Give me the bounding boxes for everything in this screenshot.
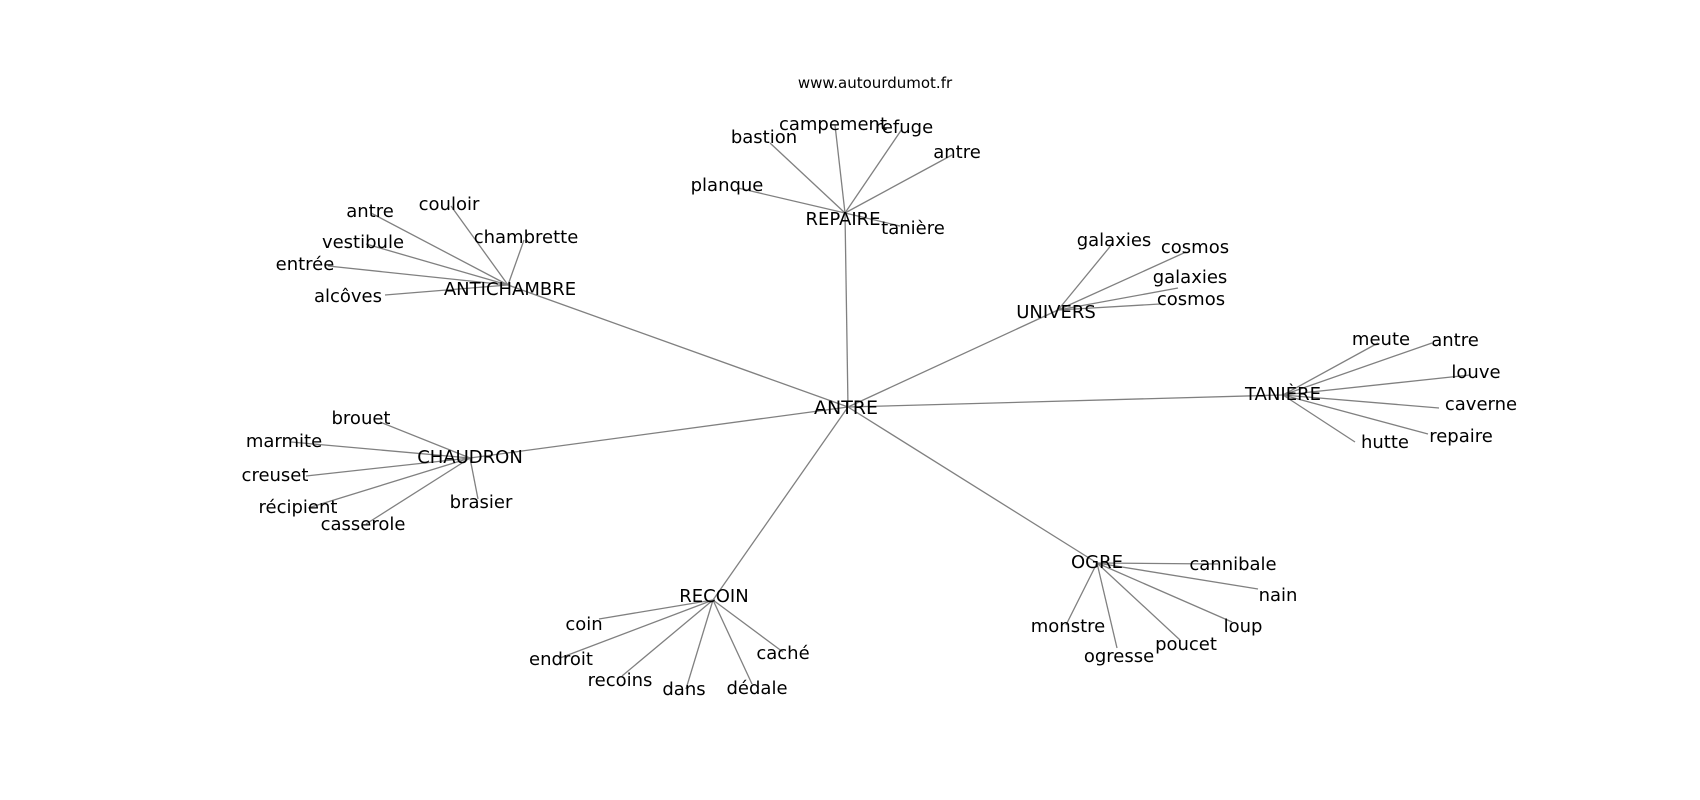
leaf-node-recoin-4[interactable]: dédale: [726, 678, 787, 699]
edge-antichambre-leaf-1: [450, 205, 509, 286]
leaf-node-ogre-0[interactable]: cannibale: [1189, 554, 1276, 575]
leaf-node-antichambre-0[interactable]: antre: [346, 201, 394, 222]
edge-antichambre-leaf-2: [365, 243, 509, 286]
edge-ogre-leaf-4: [1096, 562, 1118, 649]
edge-taniere-leaf-0: [1282, 342, 1379, 396]
edge-antichambre-leaf-5: [384, 284, 509, 296]
hub-node-taniere[interactable]: TANIÈRE: [1244, 383, 1321, 405]
edge-center-chaudron: [469, 406, 849, 459]
leaf-node-taniere-4[interactable]: repaire: [1429, 426, 1493, 447]
edge-repaire-leaf-3: [844, 154, 953, 214]
edge-recoin-leaf-1: [559, 599, 714, 659]
leaf-node-antichambre-5[interactable]: alcôves: [314, 286, 382, 307]
labels-layer: www.autourdumot.fr ANTREREPAIREbastionca…: [242, 74, 1518, 700]
hub-node-repaire[interactable]: REPAIRE: [805, 209, 880, 230]
leaf-node-univers-1[interactable]: cosmos: [1161, 237, 1229, 258]
edge-ogre-leaf-5: [1065, 562, 1098, 626]
leaf-node-ogre-1[interactable]: nain: [1259, 585, 1298, 606]
leaf-node-chaudron-4[interactable]: casserole: [321, 514, 406, 535]
edge-univers-leaf-2: [1057, 287, 1179, 311]
leaf-node-ogre-2[interactable]: loup: [1224, 616, 1263, 637]
edge-center-repaire: [844, 212, 849, 408]
edge-chaudron-leaf-0: [379, 421, 471, 459]
leaf-node-recoin-5[interactable]: caché: [756, 643, 809, 664]
edge-chaudron-leaf-5: [469, 457, 479, 500]
edge-taniere-leaf-3: [1282, 394, 1440, 409]
leaf-node-univers-0[interactable]: galaxies: [1077, 230, 1152, 251]
site-watermark: www.autourdumot.fr: [798, 74, 953, 92]
leaf-node-taniere-5[interactable]: hutte: [1361, 432, 1409, 453]
center-node-label[interactable]: ANTRE: [814, 397, 878, 419]
leaf-node-repaire-3[interactable]: antre: [933, 142, 981, 163]
edge-univers-leaf-0: [1057, 242, 1114, 311]
edge-chaudron-leaf-3: [307, 457, 471, 509]
edge-recoin-leaf-2: [621, 599, 714, 677]
hub-node-chaudron[interactable]: CHAUDRON: [417, 447, 523, 468]
edge-taniere-leaf-4: [1282, 394, 1429, 435]
leaf-node-antichambre-2[interactable]: vestibule: [322, 232, 404, 253]
leaf-node-taniere-2[interactable]: louve: [1451, 362, 1500, 383]
edge-recoin-leaf-0: [598, 599, 714, 620]
edge-repaire-leaf-4: [737, 187, 846, 214]
leaf-node-taniere-0[interactable]: meute: [1352, 329, 1410, 350]
leaf-node-ogre-3[interactable]: poucet: [1155, 634, 1217, 655]
leaf-node-repaire-4[interactable]: planque: [691, 175, 764, 196]
leaf-node-taniere-1[interactable]: antre: [1431, 330, 1479, 351]
edge-chaudron-leaf-1: [290, 441, 471, 459]
edge-center-univers: [847, 309, 1059, 408]
hub-node-recoin[interactable]: RECOIN: [679, 586, 748, 607]
edge-taniere-leaf-2: [1282, 374, 1471, 396]
leaf-node-antichambre-4[interactable]: entrée: [276, 254, 335, 275]
hub-node-antichambre[interactable]: ANTICHAMBRE: [444, 279, 576, 300]
edge-taniere-leaf-5: [1282, 394, 1356, 443]
leaf-node-chaudron-2[interactable]: creuset: [242, 465, 309, 486]
leaf-node-chaudron-1[interactable]: marmite: [246, 431, 322, 452]
hub-node-ogre[interactable]: OGRE: [1071, 552, 1123, 573]
edge-ogre-leaf-0: [1096, 562, 1219, 565]
leaf-node-ogre-5[interactable]: monstre: [1031, 616, 1105, 637]
edge-center-antichambre: [507, 284, 849, 408]
leaf-node-repaire-1[interactable]: campement: [779, 114, 887, 135]
edge-chaudron-leaf-2: [305, 457, 471, 477]
edge-antichambre-leaf-3: [507, 239, 525, 286]
edge-univers-leaf-1: [1057, 251, 1187, 311]
edges-layer: [290, 124, 1471, 690]
leaf-node-antichambre-3[interactable]: chambrette: [474, 227, 579, 248]
leaf-node-chaudron-0[interactable]: brouet: [332, 408, 391, 429]
edge-univers-leaf-3: [1057, 303, 1161, 311]
edge-ogre-leaf-3: [1096, 562, 1181, 641]
leaf-node-antichambre-1[interactable]: couloir: [419, 194, 480, 215]
edge-taniere-leaf-1: [1282, 342, 1433, 396]
edge-repaire-leaf-5: [844, 212, 901, 227]
edge-repaire-leaf-0: [769, 142, 846, 214]
hub-node-univers[interactable]: UNIVERS: [1016, 302, 1096, 323]
leaf-node-repaire-0[interactable]: bastion: [731, 127, 797, 148]
edge-recoin-leaf-5: [712, 599, 784, 653]
edge-repaire-leaf-2: [844, 128, 903, 214]
edge-antichambre-leaf-0: [370, 212, 509, 286]
edge-antichambre-leaf-4: [327, 265, 509, 286]
leaf-node-chaudron-3[interactable]: récipient: [259, 497, 338, 518]
edge-center-recoin: [712, 406, 849, 601]
leaf-node-recoin-0[interactable]: coin: [565, 614, 602, 635]
leaf-node-repaire-5[interactable]: tanière: [881, 218, 945, 239]
edge-repaire-leaf-1: [834, 124, 846, 214]
edge-center-taniere: [847, 394, 1284, 408]
edge-chaudron-leaf-4: [365, 457, 471, 525]
edge-ogre-leaf-1: [1096, 562, 1259, 590]
leaf-node-univers-3[interactable]: cosmos: [1157, 289, 1225, 310]
leaf-node-univers-2[interactable]: galaxies: [1153, 267, 1228, 288]
edge-recoin-leaf-4: [712, 599, 753, 685]
leaf-node-chaudron-5[interactable]: brasier: [450, 492, 513, 513]
edge-recoin-leaf-3: [685, 599, 714, 690]
edge-ogre-leaf-2: [1096, 562, 1233, 623]
leaf-node-recoin-1[interactable]: endroit: [529, 649, 593, 670]
leaf-node-recoin-3[interactable]: dans: [662, 679, 705, 700]
leaf-node-repaire-2[interactable]: refuge: [875, 117, 933, 138]
leaf-node-recoin-2[interactable]: recoins: [588, 670, 653, 691]
leaf-node-taniere-3[interactable]: caverne: [1445, 394, 1517, 415]
leaf-node-ogre-4[interactable]: ogresse: [1084, 646, 1154, 667]
edge-center-ogre: [847, 406, 1098, 564]
